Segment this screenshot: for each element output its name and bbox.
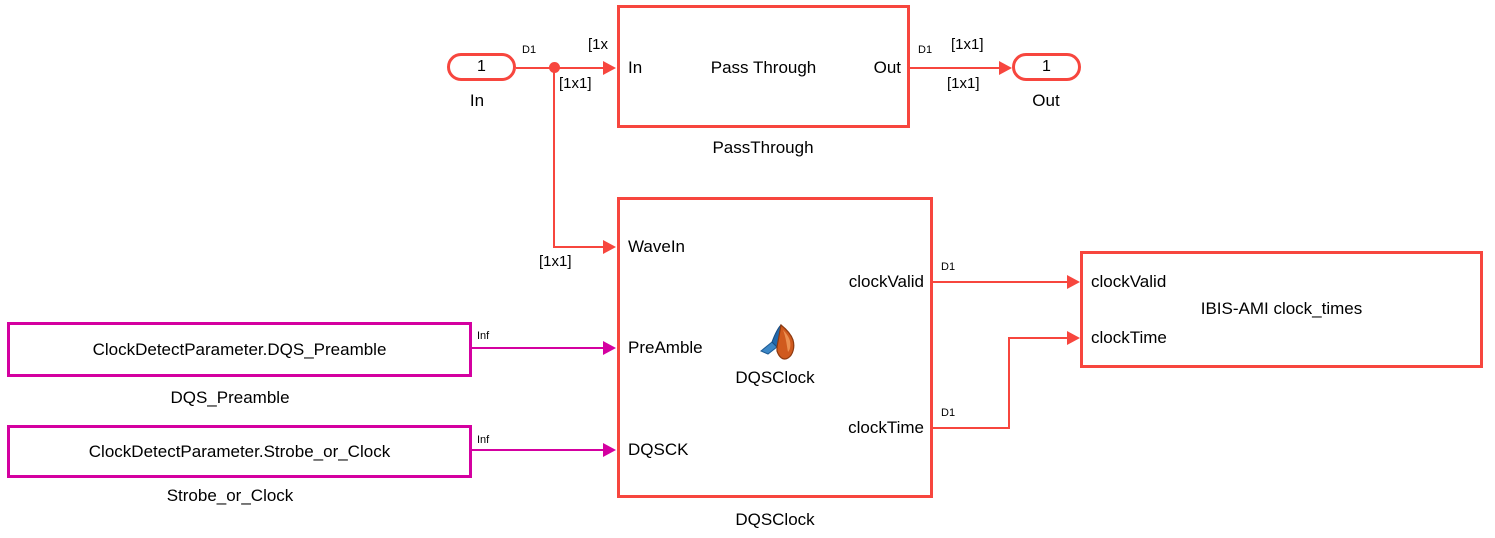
signal-dimension-label: [1x1] [951, 36, 984, 53]
dqsclock-caption[interactable]: DQSClock [735, 510, 815, 529]
inport-caption[interactable]: In [469, 91, 485, 110]
dqsclock-function-name: DQSClock [735, 368, 815, 387]
wire-arrowhead-icon [1067, 331, 1080, 345]
passthrough-block[interactable]: In Pass Through Out [617, 5, 910, 128]
dqsclock-port-preamble-label: PreAmble [628, 338, 703, 357]
passthrough-port-out-label: Out [873, 58, 901, 77]
outport-block[interactable]: 1 [1012, 53, 1081, 81]
wire-arrowhead-icon [603, 240, 616, 254]
dqsclock-port-clocktime-label: clockTime [848, 418, 924, 437]
wire-clocktime-seg2[interactable] [1008, 337, 1010, 429]
signal-dimension-label: [1x [588, 36, 609, 53]
signal-dimension-label: [1x1] [539, 253, 572, 270]
wire-clocktime-seg3[interactable] [1008, 337, 1067, 339]
wire-clocktime-seg1[interactable] [933, 427, 1010, 429]
dqsclock-port-clockvalid-label: clockValid [848, 272, 924, 291]
ibis-ami-block[interactable]: clockValid IBIS-AMI clock_times clockTim… [1080, 251, 1483, 368]
wire-arrowhead-icon [999, 61, 1012, 75]
outport-caption[interactable]: Out [1032, 91, 1060, 110]
signal-rate-label: D1 [918, 44, 933, 56]
wire-clockvalid[interactable] [933, 281, 1067, 283]
wire-arrowhead-icon [1067, 275, 1080, 289]
signal-dimension-label: [1x1] [947, 75, 980, 92]
ibis-title: IBIS-AMI clock_times [1200, 299, 1363, 318]
passthrough-port-in-label: In [628, 58, 643, 77]
signal-dimension-label: [1x1] [559, 75, 592, 92]
passthrough-title: Pass Through [710, 58, 817, 77]
signal-rate-label: D1 [522, 44, 537, 56]
dqs-preamble-constant-block[interactable]: ClockDetectParameter.DQS_Preamble [7, 322, 472, 377]
signal-rate-label: D1 [941, 261, 956, 273]
ibis-port-clockvalid-label: clockValid [1091, 272, 1167, 291]
matlab-logo-icon [760, 323, 795, 360]
signal-rate-label: Inf [477, 330, 490, 342]
strobe-or-clock-expression: ClockDetectParameter.Strobe_or_Clock [88, 441, 391, 461]
wire-branch-vertical[interactable] [553, 67, 555, 248]
wire-branch-to-wavein[interactable] [553, 246, 603, 248]
wire-arrowhead-icon [603, 61, 616, 75]
dqsclock-block[interactable]: WaveIn PreAmble DQSCK clockValid clockTi… [617, 197, 933, 498]
inport-block[interactable]: 1 [447, 53, 516, 81]
signal-rate-label: D1 [941, 407, 956, 419]
wire-dqspreamble-to-preamble[interactable] [472, 347, 603, 349]
passthrough-caption[interactable]: PassThrough [712, 138, 814, 157]
outport-number: 1 [1042, 58, 1051, 75]
strobe-or-clock-constant-block[interactable]: ClockDetectParameter.Strobe_or_Clock [7, 425, 472, 478]
dqs-preamble-caption[interactable]: DQS_Preamble [170, 388, 290, 407]
strobe-or-clock-caption[interactable]: Strobe_or_Clock [166, 486, 294, 505]
dqs-preamble-expression: ClockDetectParameter.DQS_Preamble [92, 339, 387, 359]
dqsclock-port-wavein-label: WaveIn [628, 237, 686, 256]
signal-rate-label: Inf [477, 434, 490, 446]
ibis-port-clocktime-label: clockTime [1091, 328, 1167, 347]
wire-arrowhead-icon [603, 341, 616, 355]
inport-number: 1 [477, 58, 486, 75]
wire-arrowhead-icon [603, 443, 616, 457]
dqsclock-port-dqsck-label: DQSCK [628, 440, 689, 459]
wire-strobeorclock-to-dqsck[interactable] [472, 449, 603, 451]
wire-passthrough-to-out[interactable] [910, 67, 999, 69]
